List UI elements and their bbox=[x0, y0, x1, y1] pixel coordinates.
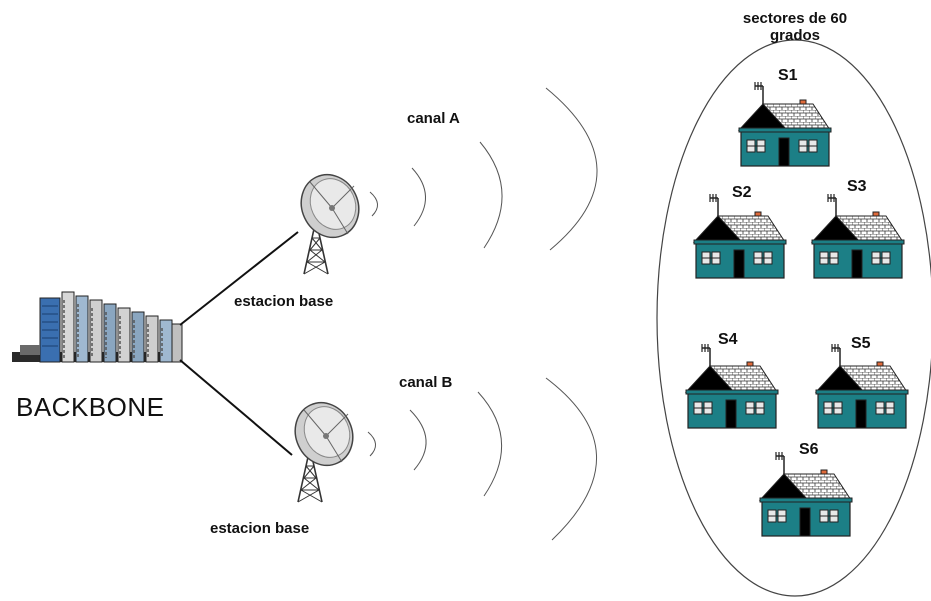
link-backbone-base-b bbox=[179, 359, 293, 456]
dish-antenna-icon bbox=[284, 392, 364, 503]
house-icon bbox=[738, 81, 832, 167]
house-icon bbox=[811, 193, 905, 279]
radio-waves-channel-a bbox=[369, 87, 598, 251]
house-icon bbox=[693, 193, 787, 279]
subscriber-label: S1 bbox=[778, 67, 798, 84]
sectors-title: sectores de 60 grados bbox=[716, 10, 874, 44]
subscriber-label: S5 bbox=[851, 335, 871, 352]
backbone-building-icon bbox=[12, 291, 183, 363]
subscriber-label: S6 bbox=[799, 441, 819, 458]
house-icon bbox=[815, 343, 909, 429]
base-station-label: estacion base bbox=[234, 293, 334, 310]
subscriber-label: S2 bbox=[732, 184, 752, 201]
channel-label: canal A bbox=[407, 110, 460, 127]
radio-waves-channel-b bbox=[367, 377, 597, 541]
channel-label: canal B bbox=[399, 374, 453, 391]
subscriber-label: S3 bbox=[847, 178, 867, 195]
link-backbone-base-a bbox=[179, 231, 299, 326]
subscriber-label: S4 bbox=[718, 331, 738, 348]
house-icon bbox=[759, 451, 853, 537]
sectors-title-line2: grados bbox=[769, 27, 820, 44]
house-icon bbox=[685, 343, 779, 429]
sector-ellipse bbox=[656, 39, 931, 597]
backbone-label: BACKBONE bbox=[16, 392, 165, 422]
dish-antenna-icon bbox=[290, 164, 370, 275]
sectors-title-line1: sectores de 60 bbox=[742, 10, 848, 27]
base-station-label: estacion base bbox=[210, 520, 310, 537]
